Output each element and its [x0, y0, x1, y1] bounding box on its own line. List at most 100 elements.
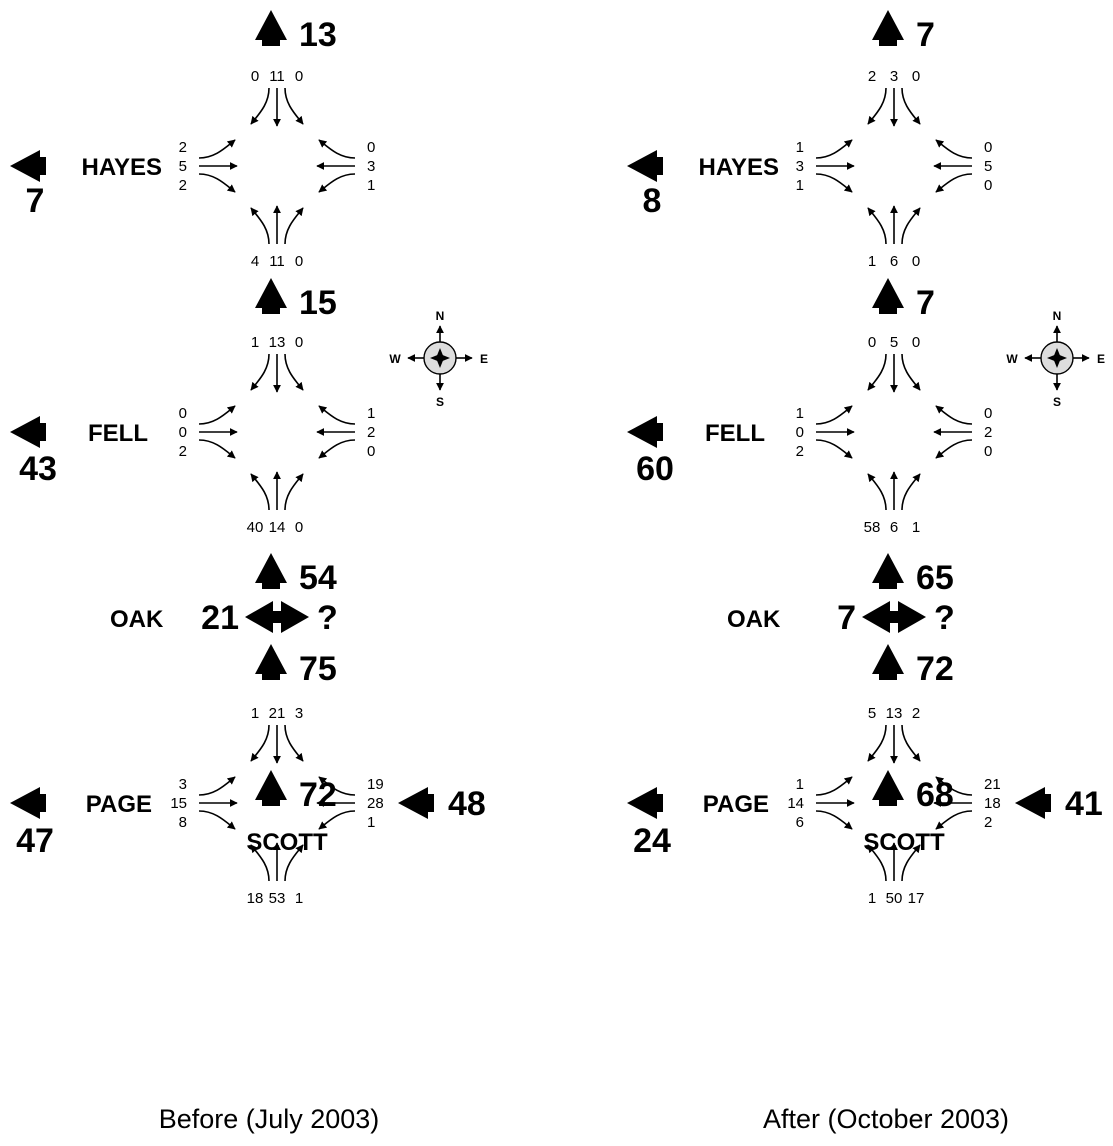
- arrow-icon: [901, 353, 921, 391]
- arrow-icon: [250, 87, 270, 125]
- arrow-icon: [867, 207, 887, 245]
- count-label: 2: [179, 139, 187, 156]
- count-label: 0: [796, 424, 804, 441]
- count-label: 1: [796, 177, 804, 194]
- count-label: 18: [247, 890, 264, 907]
- total-label: ?: [934, 599, 955, 637]
- arrow-icon: [867, 844, 887, 882]
- count-label: 2: [796, 443, 804, 460]
- count-label: 3: [796, 158, 804, 175]
- arrow-icon: [867, 87, 887, 125]
- count-label: 0: [179, 405, 187, 422]
- arrow-icon: [901, 87, 921, 125]
- count-label: 0: [295, 519, 303, 536]
- count-label: 13: [269, 334, 286, 351]
- north-arrow-icon: [255, 10, 287, 46]
- count-label: 6: [796, 814, 804, 831]
- arrow-icon: [867, 473, 887, 511]
- count-label: 0: [251, 68, 259, 85]
- arrow-icon: [198, 810, 236, 830]
- arrow-icon: [318, 139, 356, 159]
- panel-caption: Before (July 2003): [159, 1104, 380, 1134]
- count-label: 1: [796, 405, 804, 422]
- north-arrow-icon: [872, 10, 904, 46]
- total-label: 15: [299, 284, 337, 322]
- total-label: 24: [633, 822, 671, 860]
- total-label: 65: [916, 559, 954, 597]
- arrow-icon: [250, 844, 270, 882]
- north-arrow-icon: [872, 770, 904, 806]
- arrow-icon: [901, 724, 921, 762]
- count-label: 5: [890, 334, 898, 351]
- arrow-icon: [935, 139, 973, 159]
- count-label: 1: [251, 705, 259, 722]
- count-label: 1: [367, 177, 375, 194]
- arrow-icon: [318, 810, 356, 830]
- total-label: 54: [299, 559, 337, 597]
- count-label: 5: [179, 158, 187, 175]
- count-label: 21: [984, 776, 1001, 793]
- total-label: 72: [299, 776, 337, 814]
- west-arrow-icon: [1015, 787, 1051, 819]
- count-label: 53: [269, 890, 286, 907]
- count-label: 3: [295, 705, 303, 722]
- compass-w: W: [1006, 352, 1018, 366]
- total-label: 68: [916, 776, 954, 814]
- west-arrow-icon: [10, 787, 46, 819]
- count-label: 2: [912, 705, 920, 722]
- arrow-icon: [318, 439, 356, 459]
- arrow-icon: [901, 844, 921, 882]
- total-label: 72: [916, 650, 954, 688]
- west-arrow-icon: [627, 150, 663, 182]
- count-label: 0: [367, 443, 375, 460]
- count-label: 0: [984, 177, 992, 194]
- count-label: 21: [269, 705, 286, 722]
- two-way-arrow-icon: [862, 601, 926, 633]
- count-label: 11: [269, 253, 285, 270]
- count-label: 40: [247, 519, 264, 536]
- count-label: 0: [984, 405, 992, 422]
- count-label: 3: [367, 158, 375, 175]
- count-label: 0: [868, 334, 876, 351]
- arrow-icon: [198, 439, 236, 459]
- arrow-icon: [284, 844, 304, 882]
- total-label: 43: [19, 450, 57, 488]
- count-label: 19: [367, 776, 384, 793]
- total-label: 47: [16, 822, 54, 860]
- compass-e: E: [1097, 352, 1105, 366]
- arrow-icon: [250, 207, 270, 245]
- arrow-icon: [284, 87, 304, 125]
- count-label: 0: [984, 139, 992, 156]
- arrow-icon: [867, 353, 887, 391]
- west-arrow-icon: [627, 416, 663, 448]
- arrow-icon: [935, 405, 973, 425]
- compass-w: W: [389, 352, 401, 366]
- total-label: 75: [299, 650, 337, 688]
- count-label: 0: [295, 334, 303, 351]
- count-label: 1: [868, 890, 876, 907]
- count-label: 2: [179, 443, 187, 460]
- compass-s: S: [1053, 395, 1061, 409]
- count-label: 0: [984, 443, 992, 460]
- count-label: 50: [886, 890, 903, 907]
- street-label: OAK: [110, 606, 164, 633]
- street-label: SCOTT: [863, 829, 945, 856]
- count-label: 0: [912, 334, 920, 351]
- street-label: FELL: [705, 420, 765, 447]
- total-label: 7: [837, 599, 856, 637]
- count-label: 18: [984, 795, 1001, 812]
- count-label: 1: [295, 890, 303, 907]
- count-label: 0: [912, 68, 920, 85]
- north-arrow-icon: [255, 770, 287, 806]
- count-label: 15: [170, 795, 187, 812]
- arrow-icon: [901, 207, 921, 245]
- arrow-icon: [284, 473, 304, 511]
- count-label: 6: [890, 519, 898, 536]
- street-label: FELL: [88, 420, 148, 447]
